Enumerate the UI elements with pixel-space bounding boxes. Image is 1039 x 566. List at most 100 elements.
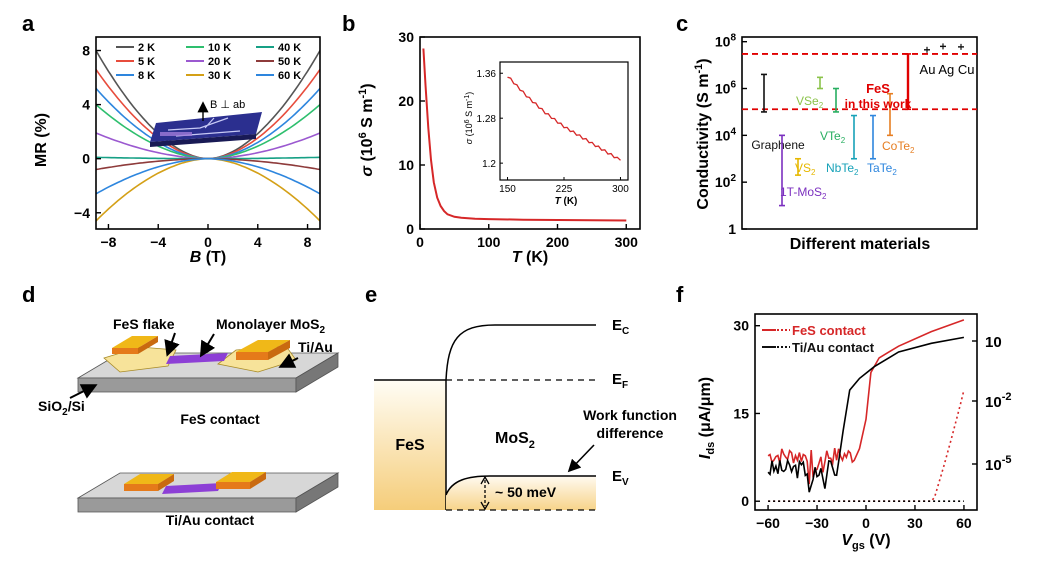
- y-tick-label-f-right: 10-2: [985, 391, 1011, 411]
- x-tick-label-a: 8: [304, 234, 312, 250]
- inset-label-field: B ⊥ ab: [210, 99, 245, 111]
- caption-fes-contact: FeS contact: [180, 411, 260, 427]
- x-tick-label-a: −4: [150, 234, 166, 250]
- y-tick-label-a: 4: [82, 97, 90, 113]
- x-tick-label-f: 30: [907, 515, 923, 531]
- x-tick-label-f: −60: [756, 515, 780, 531]
- fes-label: FeS: [866, 81, 890, 96]
- y-tick-label-c: 1: [728, 221, 736, 237]
- material-label: VSe2: [796, 94, 824, 110]
- label-work-function-1: Work function: [583, 407, 677, 423]
- x-tick-label-f: −30: [805, 515, 829, 531]
- label-mos2: MoS2: [495, 430, 535, 451]
- panel-letter-e: e: [365, 282, 377, 307]
- label-substrate: SiO2/Si: [38, 398, 85, 418]
- tiau-linear-curve: [767, 336, 965, 493]
- y-tick-label-f-right: 10: [985, 334, 1002, 351]
- x-tick-label-b: 0: [416, 234, 424, 250]
- x-tick-label-b: 100: [477, 234, 501, 250]
- x-tick-label-a: 0: [204, 234, 212, 250]
- plot-frame-b: [419, 36, 641, 230]
- label-delta: ~ 50 meV: [495, 484, 557, 500]
- caption-tiau-contact: Ti/Au contact: [166, 512, 255, 528]
- x-axis-label-c: Different materials: [790, 236, 931, 253]
- inset-y-tick-label: 1.36: [477, 69, 497, 80]
- mr-curve: [95, 157, 321, 171]
- inset-y-tick-label: 1.2: [482, 159, 496, 170]
- y-tick-label-f-left: 15: [733, 405, 749, 421]
- x-axis-label-b: T (K): [512, 249, 548, 266]
- legend-label-f: FeS contact: [792, 323, 866, 338]
- y-axis-label-a: MR (%): [33, 113, 50, 167]
- mr-curves: [95, 50, 321, 222]
- material-label: CoTe2: [882, 139, 915, 155]
- fes-sublabel: in this work: [845, 97, 912, 111]
- inset-xlabel-b: T (K): [555, 196, 578, 207]
- conductivity-curve: [422, 48, 627, 222]
- mr-curve: [95, 157, 321, 222]
- y-axis-label-c: Conductivity (S m-1): [693, 58, 712, 209]
- x-tick-label-a: 4: [254, 234, 262, 250]
- tiau-contact-device: Ti/Au contact: [76, 472, 340, 528]
- x-tick-label-b: 300: [615, 234, 639, 250]
- label-fes-flake: FeS flake: [113, 316, 175, 332]
- panel-letter-d: d: [22, 282, 35, 307]
- legend-label: 5 K: [138, 56, 155, 68]
- legend-label: 40 K: [278, 42, 301, 54]
- y-tick-label-a: 0: [82, 151, 90, 167]
- y-tick-label-f-left: 30: [733, 318, 749, 334]
- legend-a: 2 K5 K8 K10 K20 K30 K40 K50 K60 K: [116, 42, 301, 82]
- material-label: VS2: [795, 161, 816, 177]
- legend-label: 10 K: [208, 42, 231, 54]
- legend-label: 20 K: [208, 56, 231, 68]
- label-fes: FeS: [395, 437, 425, 454]
- y-tick-label-b: 20: [398, 93, 414, 109]
- panel-letter-a: a: [22, 11, 35, 36]
- inset-x-tick-label: 150: [499, 184, 516, 195]
- y-tick-label-f-left: 0: [741, 493, 749, 509]
- material-label: Graphene: [751, 138, 805, 152]
- legend-label-f: Ti/Au contact: [792, 340, 875, 355]
- panel-letter-c: c: [676, 11, 688, 36]
- fes-linear-curve: [767, 319, 965, 485]
- label-work-function-2: difference: [597, 425, 664, 441]
- y-tick-label-b: 10: [398, 157, 414, 173]
- label-ec: EC: [612, 317, 629, 337]
- material-label: TaTe2: [867, 161, 897, 177]
- inset-y-tick-label: 1.28: [477, 114, 497, 125]
- panel-e: e FeS ~ 50 meV MoS2 Work function differ…: [365, 282, 677, 511]
- y-tick-label-c: 102: [715, 173, 737, 190]
- label-monolayer-mos2: Monolayer MoS2: [216, 316, 325, 336]
- legend-label: 2 K: [138, 42, 155, 54]
- sigma-curve: [422, 48, 627, 222]
- y-tick-label-c: 108: [715, 33, 737, 50]
- y-tick-label-a: −4: [74, 205, 90, 221]
- conduction-band: [445, 324, 596, 381]
- panel-d: d FeS flake Monolayer MoS2 Ti/Au: [22, 282, 340, 528]
- material-label: NbTe2: [826, 161, 859, 177]
- label-ef: EF: [612, 371, 628, 391]
- legend-label: 50 K: [278, 56, 301, 68]
- x-tick-label-b: 200: [546, 234, 570, 250]
- mr-curve: [95, 157, 321, 195]
- legend-label: 8 K: [138, 70, 155, 82]
- y-tick-label-b: 30: [398, 29, 414, 45]
- y-tick-label-b: 0: [406, 221, 414, 237]
- inset-frame-b: [499, 61, 629, 181]
- panel-letter-b: b: [342, 11, 355, 36]
- material-label: VTe2: [820, 129, 846, 145]
- x-tick-label-f: 60: [956, 515, 972, 531]
- fes-log-curve: [768, 390, 965, 502]
- y-tick-label-f-right: 10-5: [985, 454, 1011, 474]
- metals-label: Au Ag Cu: [920, 62, 975, 77]
- inset-ylabel-b: σ (106 S m-1): [464, 92, 474, 145]
- transfer-curves: [767, 319, 965, 502]
- panel-letter-f: f: [676, 282, 684, 307]
